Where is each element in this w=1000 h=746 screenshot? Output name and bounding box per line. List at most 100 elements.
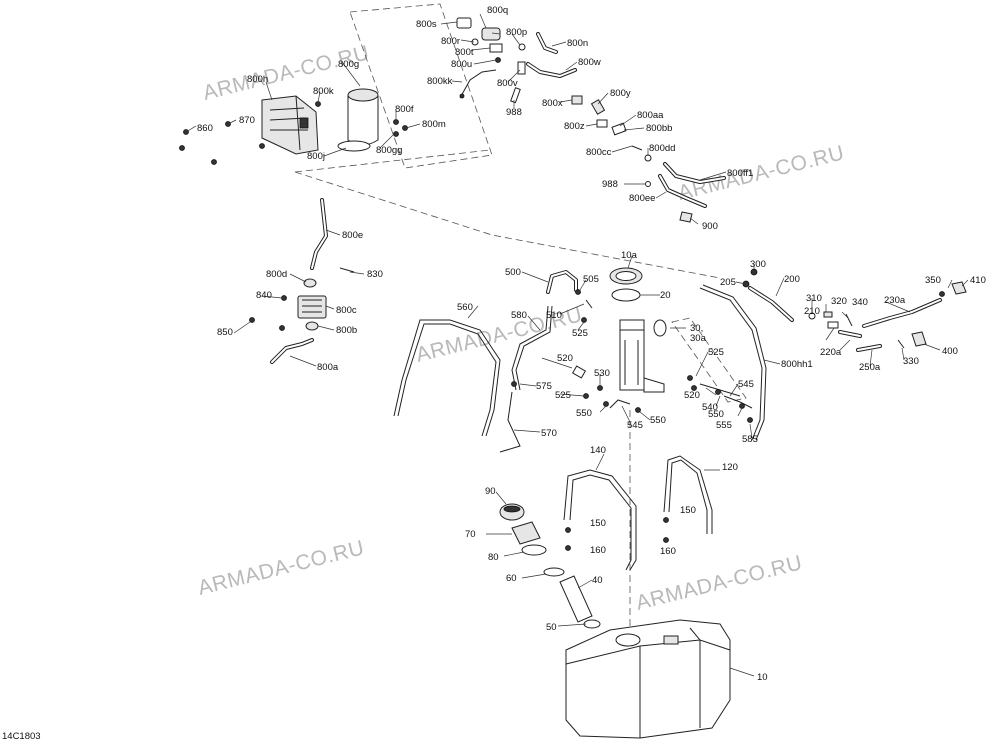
watermark-4: ARMADA-CO.RU <box>196 536 367 600</box>
tank-straps <box>563 455 713 571</box>
right-cluster <box>742 268 967 352</box>
label-520: 520 <box>557 353 573 364</box>
canister-assembly <box>179 88 408 165</box>
label-800b: 800b <box>336 325 357 336</box>
pump-30 <box>619 319 645 391</box>
label-150-right: 150 <box>680 505 696 516</box>
clip-525-right <box>687 375 693 381</box>
filler-parts <box>499 503 601 629</box>
label-250a: 250a <box>859 362 881 373</box>
label-160-right: 160 <box>660 546 676 557</box>
label-150-left: 150 <box>590 518 606 529</box>
neck-70 <box>511 521 541 545</box>
label-350: 350 <box>925 275 941 286</box>
label-525-mid: 525 <box>555 390 571 401</box>
label-800g: 800g <box>338 59 359 70</box>
hose-40 <box>559 575 593 623</box>
label-400: 400 <box>942 346 958 357</box>
label-800ff1: 800ff1 <box>727 168 753 179</box>
label-800q: 800q <box>487 5 508 16</box>
upper-group-outline <box>349 3 493 169</box>
label-555: 555 <box>716 420 732 431</box>
label-200: 200 <box>784 274 800 285</box>
nut-850a <box>249 317 255 323</box>
clamp-988 <box>645 181 651 187</box>
fitting-210 <box>827 321 839 329</box>
clip-800p <box>518 43 526 51</box>
label-505: 505 <box>583 274 599 285</box>
clip-530 <box>597 385 603 391</box>
fitting-800cc <box>631 145 643 151</box>
label-80: 80 <box>488 552 499 563</box>
label-800r: 800r <box>441 36 460 47</box>
strap-120 <box>663 455 713 534</box>
clamp-60 <box>543 567 565 577</box>
label-580: 580 <box>511 310 527 321</box>
label-800a: 800a <box>317 362 339 373</box>
strap-800j <box>337 140 371 152</box>
label-575: 575 <box>536 381 552 392</box>
nut-800m <box>402 125 408 131</box>
label-860: 860 <box>197 123 213 134</box>
label-800w: 800w <box>578 57 601 68</box>
clip-525-top <box>581 317 587 323</box>
label-800cc: 800cc <box>586 147 612 158</box>
screw-800k <box>315 101 321 107</box>
clip-520-right <box>691 385 697 391</box>
label-800h: 800h <box>247 74 268 85</box>
watermark-2: ARMADA-CO.RU <box>676 141 847 205</box>
label-120: 120 <box>722 462 738 473</box>
label-20: 20 <box>660 290 671 301</box>
wire-800kk <box>459 69 497 99</box>
screw-860c <box>211 159 217 165</box>
screw-860b <box>179 145 185 151</box>
tank-body <box>565 619 731 739</box>
canister-group-outline <box>294 149 721 279</box>
fitting-340 <box>845 313 853 327</box>
label-800gg: 800gg <box>376 145 402 156</box>
strap-140 <box>563 469 637 571</box>
sender-30a <box>653 319 667 337</box>
clip-310 <box>808 312 816 320</box>
label-230a: 230a <box>884 295 906 306</box>
clip-505 <box>575 289 581 295</box>
fitting-800y <box>590 99 606 115</box>
clip-900 <box>679 211 693 223</box>
leader-lines <box>185 13 969 677</box>
label-550-left: 550 <box>576 408 592 419</box>
nut-160-right <box>663 537 669 543</box>
tank-filler-opening <box>615 633 641 647</box>
line-800hh1 <box>699 287 763 441</box>
label-10: 10 <box>757 672 768 683</box>
label-410: 410 <box>970 275 986 286</box>
label-540: 540 <box>702 402 718 413</box>
filter-800c <box>297 295 327 319</box>
clip-550-right <box>635 407 641 413</box>
seal-20 <box>611 288 641 302</box>
label-210: 210 <box>804 306 820 317</box>
drawing-reference: 14C1803 <box>2 731 41 742</box>
clip-585 <box>747 417 753 423</box>
fitting-510 <box>585 299 593 309</box>
nut-160-left <box>565 545 571 551</box>
label-800p: 800p <box>506 27 527 38</box>
label-310: 310 <box>806 293 822 304</box>
label-840: 840 <box>256 290 272 301</box>
label-520-right: 520 <box>684 390 700 401</box>
clip-800u <box>495 57 501 63</box>
fitting-330 <box>897 339 905 349</box>
label-585: 585 <box>742 434 758 445</box>
line-560 <box>393 319 501 437</box>
label-800z: 800z <box>564 121 585 132</box>
clip-550-r <box>715 389 721 395</box>
label-300: 300 <box>750 259 766 270</box>
label-560: 560 <box>457 302 473 313</box>
label-800aa: 800aa <box>637 110 664 121</box>
label-850: 850 <box>217 327 233 338</box>
label-900: 900 <box>702 221 718 232</box>
nut-150-left <box>565 527 571 533</box>
sleeve-800z <box>596 119 608 128</box>
clip-525-mid <box>583 393 589 399</box>
label-800k: 800k <box>313 86 334 97</box>
